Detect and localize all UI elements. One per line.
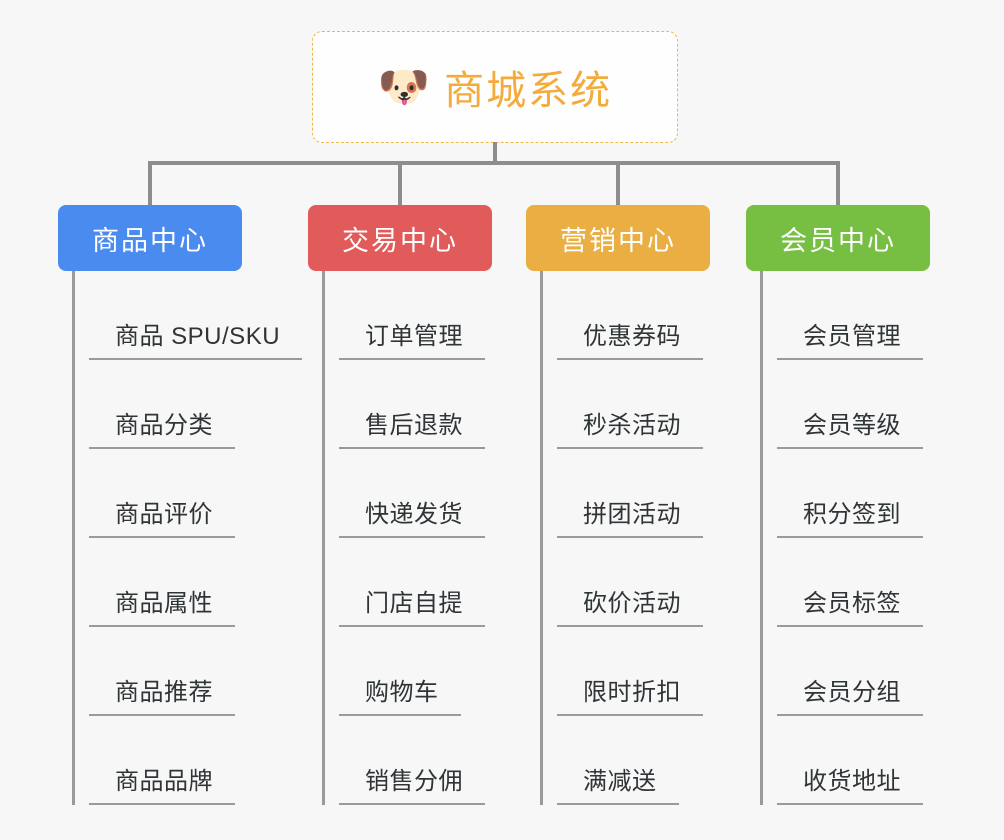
branch-column-trade-center: 交易中心 订单管理售后退款快递发货门店自提购物车销售分佣 [308,205,492,805]
leaf-item-label: 门店自提 [339,583,485,627]
leaf-item-label: 购物车 [339,672,461,716]
leaf-list-product-center: 商品 SPU/SKU 商品分类商品评价商品属性商品推荐商品品牌 [72,271,303,805]
leaf-item-label: 拼团活动 [557,494,703,538]
leaf-item[interactable]: 收货地址 [777,716,930,805]
leaf-item[interactable]: 拼团活动 [557,449,710,538]
leaf-list-trade-center: 订单管理售后退款快递发货门店自提购物车销售分佣 [322,271,492,805]
connector-drop-branch-2 [398,161,402,208]
leaf-item-label: 限时折扣 [557,672,703,716]
leaf-item[interactable]: 会员管理 [777,271,930,360]
leaf-item[interactable]: 会员分组 [777,627,930,716]
leaf-item[interactable]: 满减送 [557,716,710,805]
branch-column-member-center: 会员中心 会员管理会员等级积分签到会员标签会员分组收货地址 [746,205,930,805]
leaf-item[interactable]: 砍价活动 [557,538,710,627]
leaf-item[interactable]: 销售分佣 [339,716,492,805]
connector-horizontal-bar [148,161,838,165]
branch-header-marketing-center[interactable]: 营销中心 [526,205,710,271]
leaf-item-label: 会员标签 [777,583,923,627]
connector-drop-branch-4 [836,161,840,208]
connector-root-stem [493,142,497,164]
root-node-title: 商城系统 [444,69,613,113]
leaf-item-label: 会员管理 [777,316,923,360]
branch-column-marketing-center: 营销中心 优惠券码秒杀活动拼团活动砍价活动限时折扣满减送 [526,205,710,805]
leaf-item[interactable]: 会员等级 [777,360,930,449]
leaf-item-label: 商品评价 [89,494,235,538]
connector-drop-branch-1 [148,161,152,208]
leaf-item-label: 订单管理 [339,316,485,360]
leaf-item[interactable]: 商品属性 [89,538,242,627]
leaf-item[interactable]: 门店自提 [339,538,492,627]
leaf-item[interactable]: 商品品牌 [89,716,242,805]
leaf-item-label: 收货地址 [777,761,923,805]
leaf-item[interactable]: 秒杀活动 [557,360,710,449]
leaf-item-label: 售后退款 [339,405,485,449]
leaf-item[interactable]: 购物车 [339,627,492,716]
leaf-item-label: 积分签到 [777,494,923,538]
leaf-item[interactable]: 商品 SPU/SKU [89,271,303,360]
root-node[interactable]: 🐶 商城系统 [312,31,678,143]
branch-header-product-center[interactable]: 商品中心 [58,205,242,271]
leaf-item-label: 秒杀活动 [557,405,703,449]
leaf-item-label: 会员分组 [777,672,923,716]
leaf-item[interactable]: 积分签到 [777,449,930,538]
leaf-item-label: 商品推荐 [89,672,235,716]
leaf-item[interactable]: 优惠券码 [557,271,710,360]
leaf-item-label: 商品 SPU/SKU [89,316,303,360]
leaf-list-member-center: 会员管理会员等级积分签到会员标签会员分组收货地址 [760,271,930,805]
shiba-dog-face-icon: 🐶 [377,63,431,110]
leaf-item[interactable]: 商品推荐 [89,627,242,716]
leaf-item-label: 销售分佣 [339,761,485,805]
leaf-item-label: 会员等级 [777,405,923,449]
leaf-item-label: 快递发货 [339,494,485,538]
leaf-item[interactable]: 会员标签 [777,538,930,627]
leaf-item[interactable]: 商品评价 [89,449,242,538]
branch-column-product-center: 商品中心 商品 SPU/SKU 商品分类商品评价商品属性商品推荐商品品牌 [58,205,303,805]
leaf-item-label: 砍价活动 [557,583,703,627]
leaf-item[interactable]: 售后退款 [339,360,492,449]
leaf-item[interactable]: 订单管理 [339,271,492,360]
leaf-item-label: 优惠券码 [557,316,703,360]
leaf-list-marketing-center: 优惠券码秒杀活动拼团活动砍价活动限时折扣满减送 [540,271,710,805]
connector-drop-branch-3 [616,161,620,208]
leaf-item[interactable]: 快递发货 [339,449,492,538]
leaf-item-label: 商品分类 [89,405,235,449]
leaf-item-label: 满减送 [557,761,679,805]
branch-header-member-center[interactable]: 会员中心 [746,205,930,271]
leaf-item[interactable]: 商品分类 [89,360,242,449]
leaf-item-label: 商品品牌 [89,761,235,805]
branch-header-trade-center[interactable]: 交易中心 [308,205,492,271]
leaf-item-label: 商品属性 [89,583,235,627]
leaf-item[interactable]: 限时折扣 [557,627,710,716]
